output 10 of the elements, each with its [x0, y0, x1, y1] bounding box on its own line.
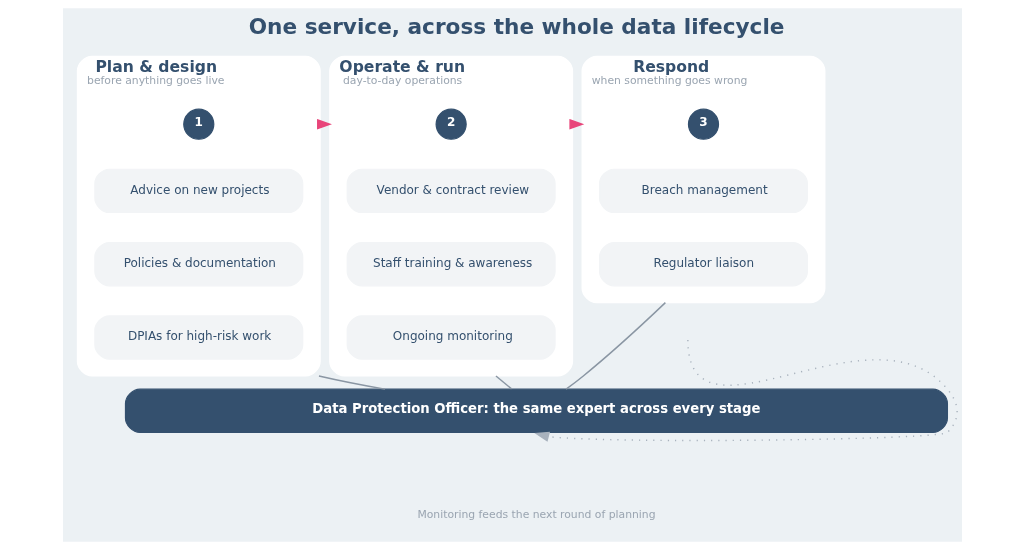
connector: [494, 375, 512, 390]
arrow: [533, 339, 958, 442]
node-box: Data Protection Officer: the same expert across every stage: [124, 388, 948, 434]
node-circle: 3: [687, 108, 719, 140]
diagram-title: One service, across the whole data lifecycle: [248, 13, 784, 39]
node-circle: 1: [182, 108, 214, 140]
node-circle: 2: [435, 108, 467, 140]
label: Monitoring feeds the next round of planning: [416, 507, 656, 521]
connector: [317, 375, 386, 390]
connector: [564, 301, 666, 390]
